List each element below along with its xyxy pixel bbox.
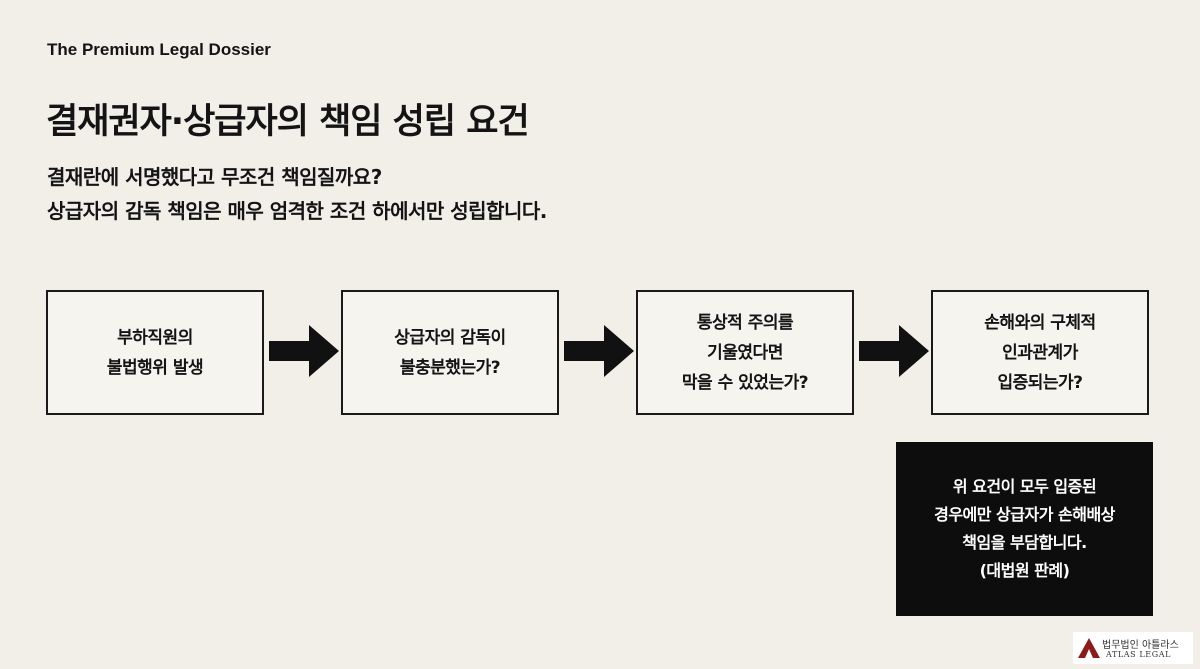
subtitle: 결재란에 서명했다고 무조건 책임질까요? 상급자의 감독 책임은 매우 엄격한… — [47, 160, 547, 228]
conclusion-text: 위 요건이 모두 입증된 — [952, 477, 1097, 496]
step-box-1: 부하직원의 불법행위 발생 — [46, 290, 264, 415]
firm-logo: 법무법인 아틀라스 ATLAS LEGAL — [1073, 632, 1193, 664]
subtitle-line: 결재란에 서명했다고 무조건 책임질까요? — [47, 165, 382, 189]
step-box-3: 통상적 주의를 기울였다면 막을 수 있었는가? — [636, 290, 854, 415]
step-text: 불법행위 발생 — [106, 357, 204, 378]
right-arrow-icon — [564, 325, 634, 377]
step-box-2: 상급자의 감독이 불충분했는가? — [341, 290, 559, 415]
conclusion-text: (대법원 판례) — [979, 561, 1070, 580]
brand-label: The Premium Legal Dossier — [47, 40, 271, 59]
page-title: 결재권자·상급자의 책임 성립 요건 — [46, 102, 530, 142]
conclusion-text: 책임을 부담합니다. — [962, 533, 1087, 552]
logo-name-ko: 법무법인 아틀라스 — [1102, 640, 1179, 651]
subtitle-line: 상급자의 감독 책임은 매우 엄격한 조건 하에서만 성립합니다. — [47, 199, 547, 223]
step-text: 인과관계가 — [1002, 342, 1078, 363]
atlas-logo-icon — [1078, 638, 1100, 658]
step-text: 입증되는가? — [997, 372, 1083, 393]
step-text: 막을 수 있었는가? — [681, 372, 809, 393]
logo-name-en: ATLAS LEGAL — [1106, 650, 1172, 659]
step-text: 불충분했는가? — [399, 357, 501, 378]
step-box-4: 손해와의 구체적 인과관계가 입증되는가? — [931, 290, 1149, 415]
conclusion-box: 위 요건이 모두 입증된 경우에만 상급자가 손해배상 책임을 부담합니다. (… — [896, 442, 1153, 616]
right-arrow-icon — [269, 325, 339, 377]
step-text: 부하직원의 — [117, 327, 193, 348]
right-arrow-icon — [859, 325, 929, 377]
conclusion-text: 경우에만 상급자가 손해배상 — [934, 505, 1115, 524]
step-text: 상급자의 감독이 — [394, 327, 506, 348]
step-text: 손해와의 구체적 — [984, 312, 1096, 333]
step-text: 기울였다면 — [707, 342, 783, 363]
step-text: 통상적 주의를 — [696, 312, 794, 333]
